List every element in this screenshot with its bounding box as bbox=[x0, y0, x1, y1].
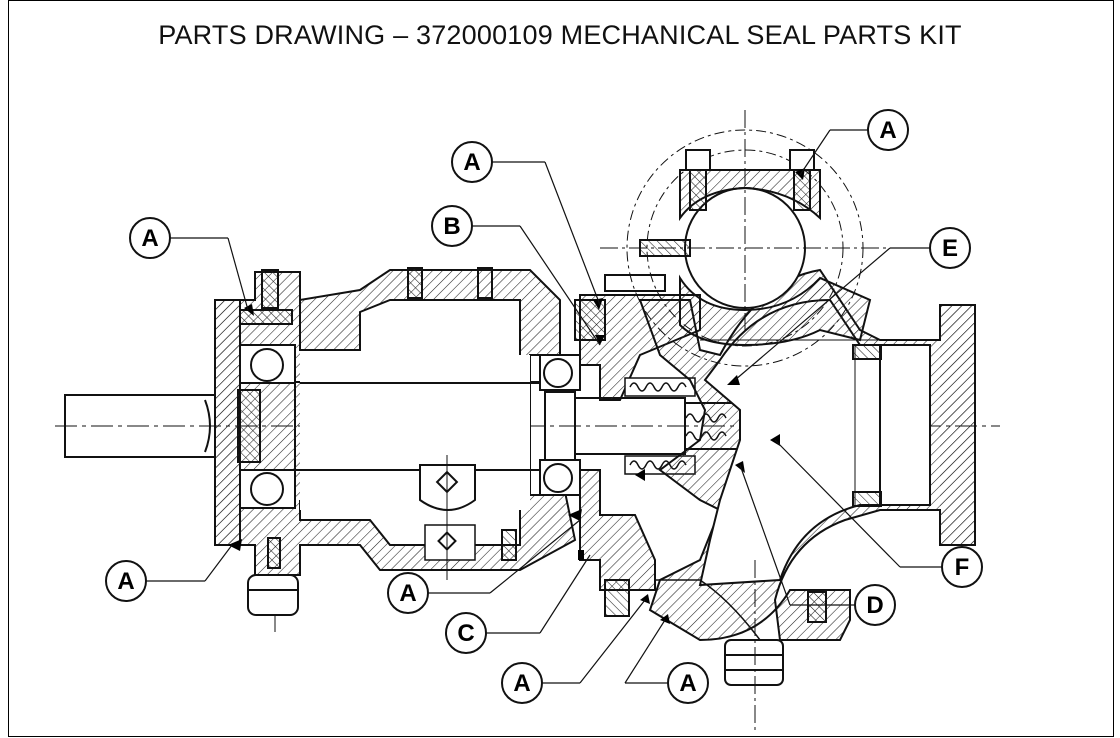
callout-a-left-top: A bbox=[129, 217, 171, 259]
callout-e: E bbox=[929, 227, 971, 269]
callout-label: A bbox=[117, 568, 134, 595]
callout-label: B bbox=[443, 213, 460, 240]
right-bearing bbox=[539, 354, 581, 496]
page-title: PARTS DRAWING – 372000109 MECHANICAL SEA… bbox=[158, 20, 962, 50]
left-bearing bbox=[237, 344, 296, 509]
callout-a-adapter-bottom: A bbox=[501, 662, 543, 704]
callout-label: F bbox=[955, 554, 970, 581]
callout-a-elbow: A bbox=[867, 109, 909, 151]
callout-a-casing-bottom: A bbox=[667, 662, 709, 704]
callout-a-housing-bottom: A bbox=[387, 572, 429, 614]
callout-label: A bbox=[141, 225, 158, 252]
callout-a-left-bottom: A bbox=[105, 560, 147, 602]
callout-a-seal-top: A bbox=[451, 141, 493, 183]
callout-label: A bbox=[879, 117, 896, 144]
callout-d: D bbox=[854, 584, 896, 626]
pump-assembly bbox=[55, 110, 1000, 732]
callout-b: B bbox=[431, 205, 473, 247]
callout-label: A bbox=[399, 580, 416, 607]
callout-label: A bbox=[679, 670, 696, 697]
suction-elbow bbox=[600, 110, 910, 367]
callout-label: A bbox=[513, 670, 530, 697]
discharge-flange bbox=[940, 304, 976, 546]
leader-lines bbox=[146, 129, 942, 684]
callout-label: D bbox=[866, 592, 883, 619]
callout-f: F bbox=[941, 546, 983, 588]
callout-label: C bbox=[457, 620, 474, 647]
callout-label: E bbox=[942, 235, 958, 262]
callout-label: A bbox=[463, 149, 480, 176]
callout-c: C bbox=[445, 612, 487, 654]
